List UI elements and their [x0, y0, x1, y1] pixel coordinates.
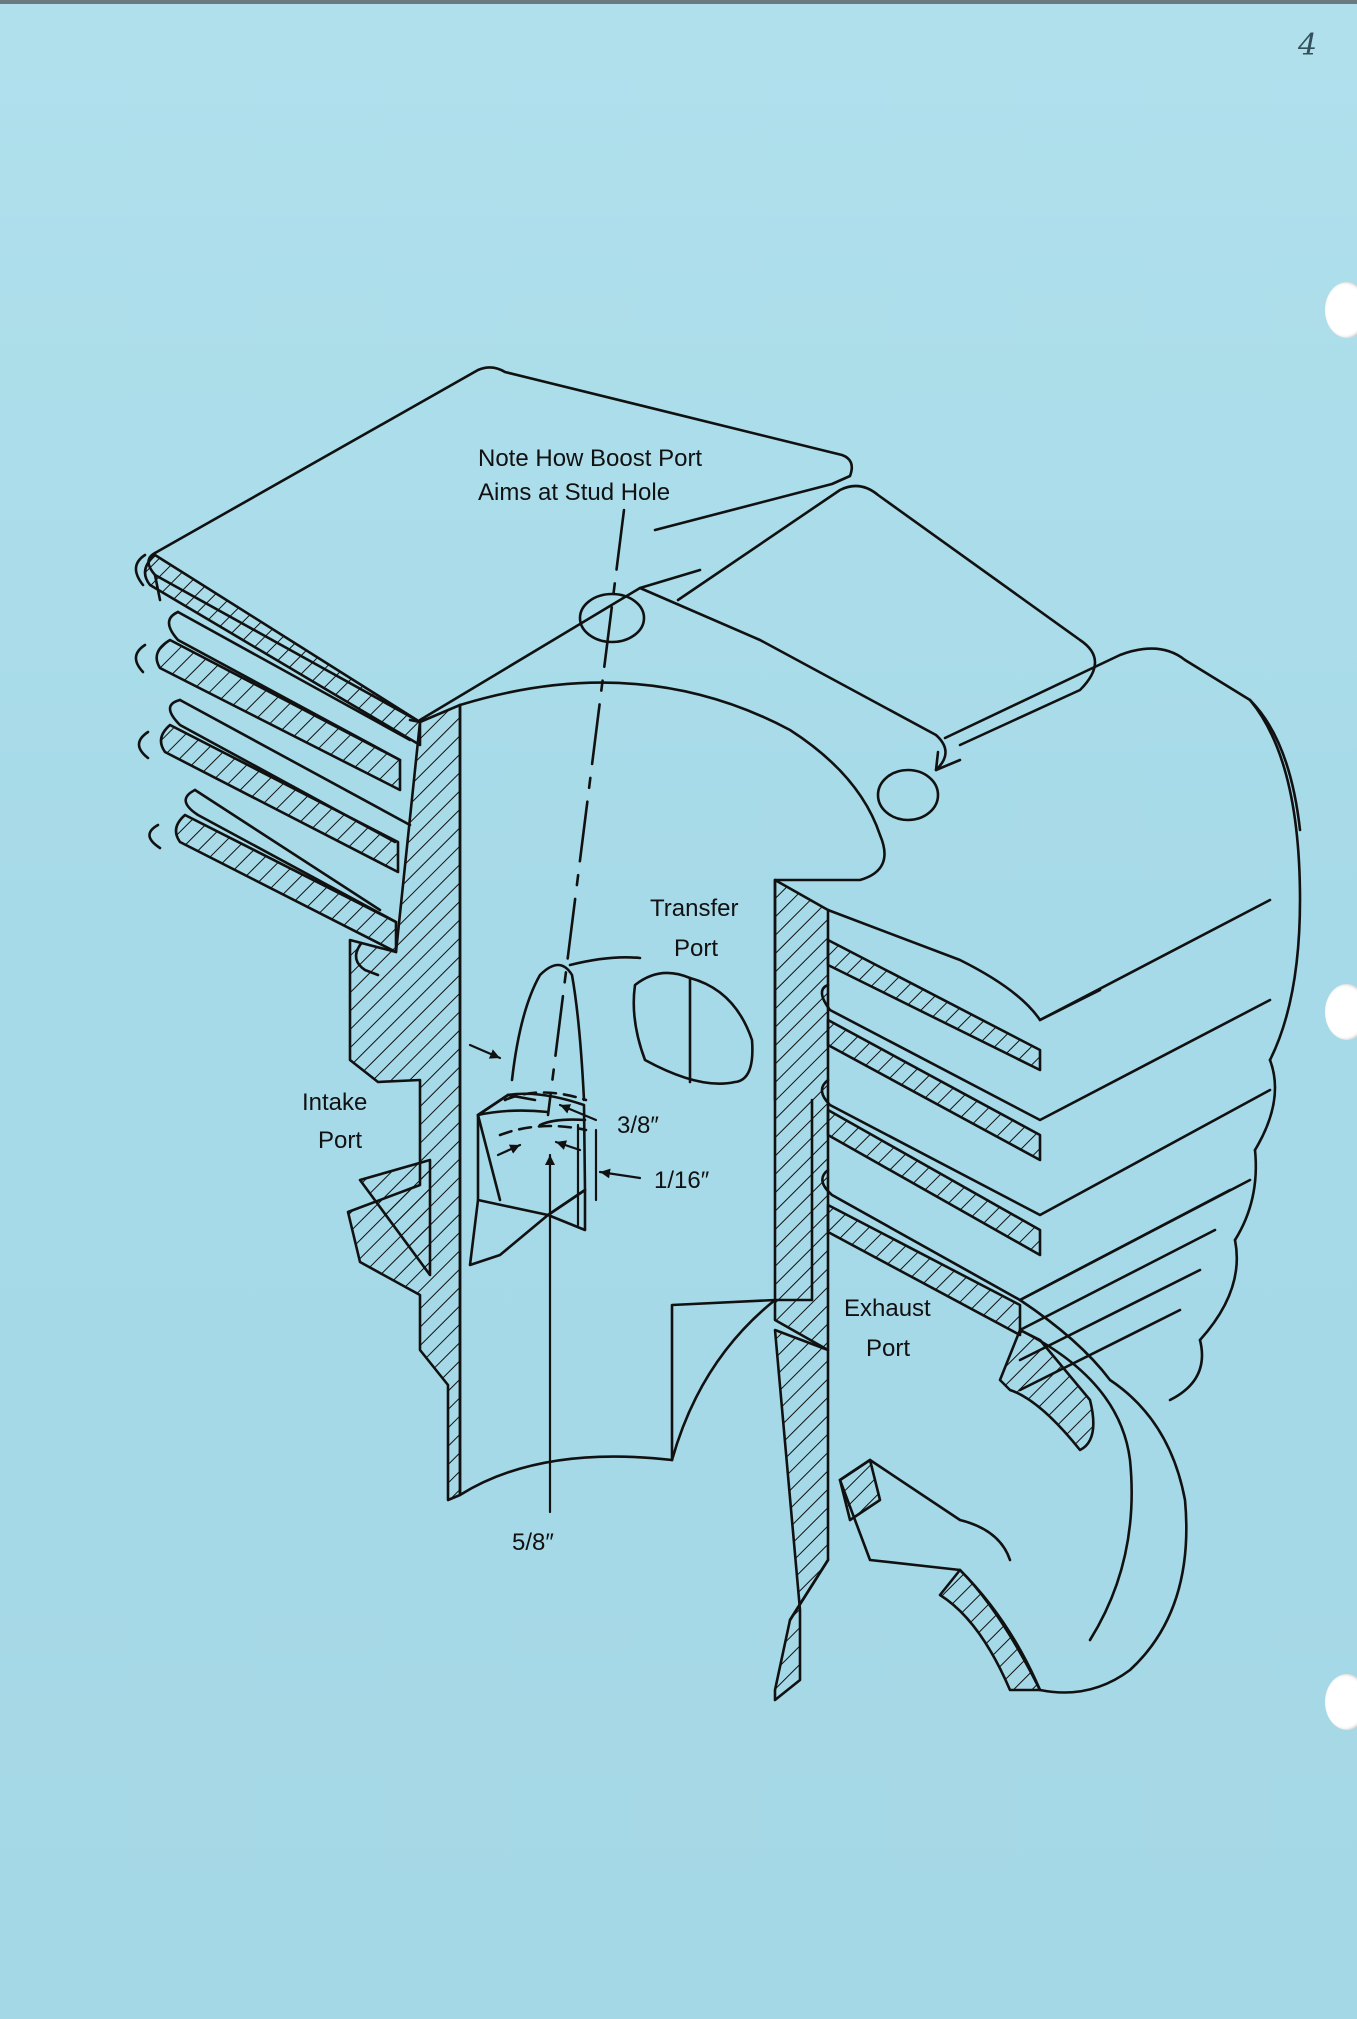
dim-inner-arrow-right: [554, 1140, 582, 1152]
intake-port-wedge: [358, 1158, 432, 1277]
dim-3-8-arrow: [558, 1103, 598, 1122]
transfer-port: [568, 956, 754, 1085]
left-wall-hatched: [346, 703, 462, 1502]
fin-sections-left-hatched: [143, 553, 422, 954]
exhaust-port-label-line2: Port: [866, 1335, 910, 1362]
exhaust-port-label-line1: Exhaust: [844, 1295, 931, 1322]
boost-port: [468, 963, 587, 1267]
transfer-port-label-line1: Transfer: [650, 895, 738, 922]
dimension-arrows: [468, 1043, 642, 1514]
page-number: 4: [1298, 28, 1318, 63]
fin-sections-right-hatched: [826, 938, 1042, 1337]
stud-hole-right: [876, 768, 940, 822]
dimension-1-16-label: 1/16″: [654, 1167, 710, 1194]
note-label-line1: Note How Boost Port: [478, 445, 702, 472]
dimension-3-8-label: 3/8″: [617, 1112, 659, 1139]
dimension-5-8-label: 5/8″: [512, 1529, 554, 1556]
exhaust-port-hatched: [838, 1328, 1095, 1692]
dim-1-16-arrow-left: [468, 1043, 502, 1060]
diagram-labels: Note How Boost Port Aims at Stud Hole Tr…: [302, 445, 931, 1556]
intake-port-label-line2: Port: [318, 1127, 362, 1154]
cylinder-top-deck: [418, 484, 1302, 832]
boost-port-dashed-lines: [498, 1091, 588, 1137]
dim-inner-arrow-left: [496, 1143, 522, 1157]
note-label-line2: Aims at Stud Hole: [478, 479, 670, 506]
boost-port-aim-line: [546, 508, 626, 1117]
dim-1-16-arrow-right: [598, 1168, 642, 1180]
right-wall-hatched: [773, 878, 830, 1702]
punch-hole-bottom: [1325, 1674, 1357, 1730]
transfer-port-label-line2: Port: [674, 935, 718, 962]
page-top-edge: [0, 0, 1357, 4]
punch-hole-middle: [1325, 984, 1357, 1040]
stud-hole-top: [578, 592, 646, 644]
intake-port-label-line1: Intake: [302, 1089, 367, 1116]
punch-hole-top: [1325, 282, 1357, 338]
